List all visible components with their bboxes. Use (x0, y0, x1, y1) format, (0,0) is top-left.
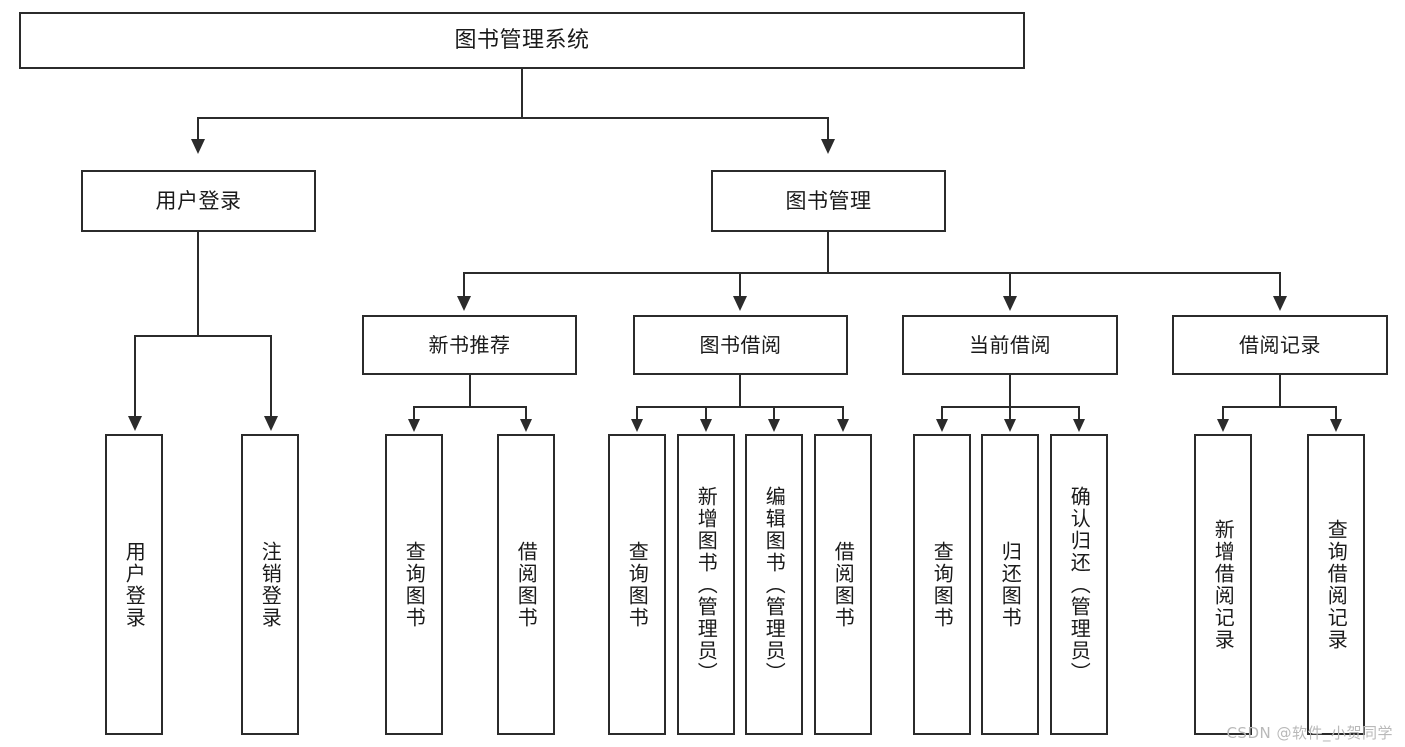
edge-user-login-drop-2 (270, 335, 272, 418)
edge-cb-drop-2 (1009, 406, 1011, 421)
edge-root-bus (197, 117, 829, 119)
edge-cb-stem (1009, 375, 1011, 407)
node-label: 新书推荐 (428, 332, 511, 357)
node-label: 查询图书 (402, 540, 427, 629)
arrow-cb-leaf-2 (1004, 419, 1016, 432)
arrow-bb-leaf-3 (768, 419, 780, 432)
node-label: 查询图书 (930, 540, 955, 629)
edge-nbr-drop-1 (413, 406, 415, 421)
edge-bb-drop-3 (773, 406, 775, 421)
node-label: 查询借阅记录 (1324, 518, 1349, 651)
leaf-new-book-query[interactable]: 查询图书 (385, 434, 443, 735)
leaf-borrow-record-add[interactable]: 新增借阅记录 (1194, 434, 1252, 735)
node-current-borrow[interactable]: 当前借阅 (902, 315, 1118, 375)
arrow-bb-leaf-2 (700, 419, 712, 432)
node-label: 用户登录 (155, 188, 242, 213)
edge-nbr-drop-2 (525, 406, 527, 421)
edge-user-login-bus (134, 335, 272, 337)
node-label: 编辑图书（管理员） (762, 485, 787, 684)
edge-bm-drop-3 (1009, 272, 1011, 298)
node-label: 注销登录 (258, 540, 283, 629)
edge-user-login-stem (197, 232, 199, 336)
node-label: 图书管理系统 (454, 27, 590, 53)
edge-cb-drop-1 (941, 406, 943, 421)
csdn-watermark: CSDN @软件_小贺同学 (1226, 724, 1393, 742)
arrow-bm-to-current-borrow (1003, 296, 1017, 311)
edge-bm-drop-2 (739, 272, 741, 298)
leaf-user-login-logout[interactable]: 注销登录 (241, 434, 299, 735)
edge-nbr-bus (413, 406, 527, 408)
edge-book-management-stem (827, 232, 829, 273)
leaf-book-borrow-edit[interactable]: 编辑图书（管理员） (745, 434, 803, 735)
node-label: 当前借阅 (969, 332, 1051, 357)
node-label: 查询图书 (625, 540, 650, 629)
edge-root-to-user-login (197, 117, 199, 141)
arrow-bb-leaf-1 (631, 419, 643, 432)
edge-root-to-book-management (827, 117, 829, 141)
leaf-book-borrow-query[interactable]: 查询图书 (608, 434, 666, 735)
arrow-bb-leaf-4 (837, 419, 849, 432)
edge-br-bus (1222, 406, 1337, 408)
edge-br-stem (1279, 375, 1281, 407)
node-user-login[interactable]: 用户登录 (81, 170, 316, 232)
arrow-bm-to-new-book (457, 296, 471, 311)
leaf-user-login-login[interactable]: 用户登录 (105, 434, 163, 735)
edge-bm-drop-4 (1279, 272, 1281, 298)
edge-root-stem (521, 69, 523, 118)
node-label: 新增图书（管理员） (694, 485, 719, 684)
node-label: 归还图书 (998, 540, 1023, 629)
arrow-cb-leaf-3 (1073, 419, 1085, 432)
arrow-user-login-leaf-2 (264, 416, 278, 431)
edge-user-login-drop-1 (134, 335, 136, 418)
node-borrow-record[interactable]: 借阅记录 (1172, 315, 1388, 375)
edge-bb-stem (739, 375, 741, 407)
edge-bb-drop-4 (842, 406, 844, 421)
arrow-br-leaf-1 (1217, 419, 1229, 432)
arrow-root-to-book-management (821, 139, 835, 154)
arrow-cb-leaf-1 (936, 419, 948, 432)
leaf-current-borrow-confirm-return[interactable]: 确认归还（管理员） (1050, 434, 1108, 735)
leaf-book-borrow-borrow[interactable]: 借阅图书 (814, 434, 872, 735)
edge-bb-bus (636, 406, 844, 408)
arrow-user-login-leaf-1 (128, 416, 142, 431)
edge-cb-drop-3 (1078, 406, 1080, 421)
edge-bm-drop-1 (463, 272, 465, 298)
leaf-new-book-borrow[interactable]: 借阅图书 (497, 434, 555, 735)
leaf-book-borrow-add[interactable]: 新增图书（管理员） (677, 434, 735, 735)
arrow-root-to-user-login (191, 139, 205, 154)
arrow-bm-to-borrow-record (1273, 296, 1287, 311)
node-root-book-management-system[interactable]: 图书管理系统 (19, 12, 1025, 69)
edge-book-management-bus (463, 272, 1281, 274)
arrow-bm-to-book-borrow (733, 296, 747, 311)
node-book-management[interactable]: 图书管理 (711, 170, 946, 232)
node-label: 借阅图书 (514, 540, 539, 629)
node-label: 借阅记录 (1239, 332, 1321, 357)
arrow-nbr-leaf-1 (408, 419, 420, 432)
node-book-borrow[interactable]: 图书借阅 (633, 315, 848, 375)
arrow-br-leaf-2 (1330, 419, 1342, 432)
edge-br-drop-2 (1335, 406, 1337, 421)
edge-br-drop-1 (1222, 406, 1224, 421)
edge-bb-drop-2 (705, 406, 707, 421)
node-new-book-recommend[interactable]: 新书推荐 (362, 315, 577, 375)
node-label: 新增借阅记录 (1211, 518, 1236, 651)
node-label: 确认归还（管理员） (1067, 485, 1092, 684)
node-label: 借阅图书 (831, 540, 856, 629)
node-label: 图书借阅 (699, 332, 782, 357)
edge-bb-drop-1 (636, 406, 638, 421)
leaf-current-borrow-return[interactable]: 归还图书 (981, 434, 1039, 735)
edge-nbr-stem (469, 375, 471, 407)
leaf-current-borrow-query[interactable]: 查询图书 (913, 434, 971, 735)
node-label: 用户登录 (122, 540, 147, 629)
leaf-borrow-record-query[interactable]: 查询借阅记录 (1307, 434, 1365, 735)
node-label: 图书管理 (785, 188, 872, 213)
arrow-nbr-leaf-2 (520, 419, 532, 432)
